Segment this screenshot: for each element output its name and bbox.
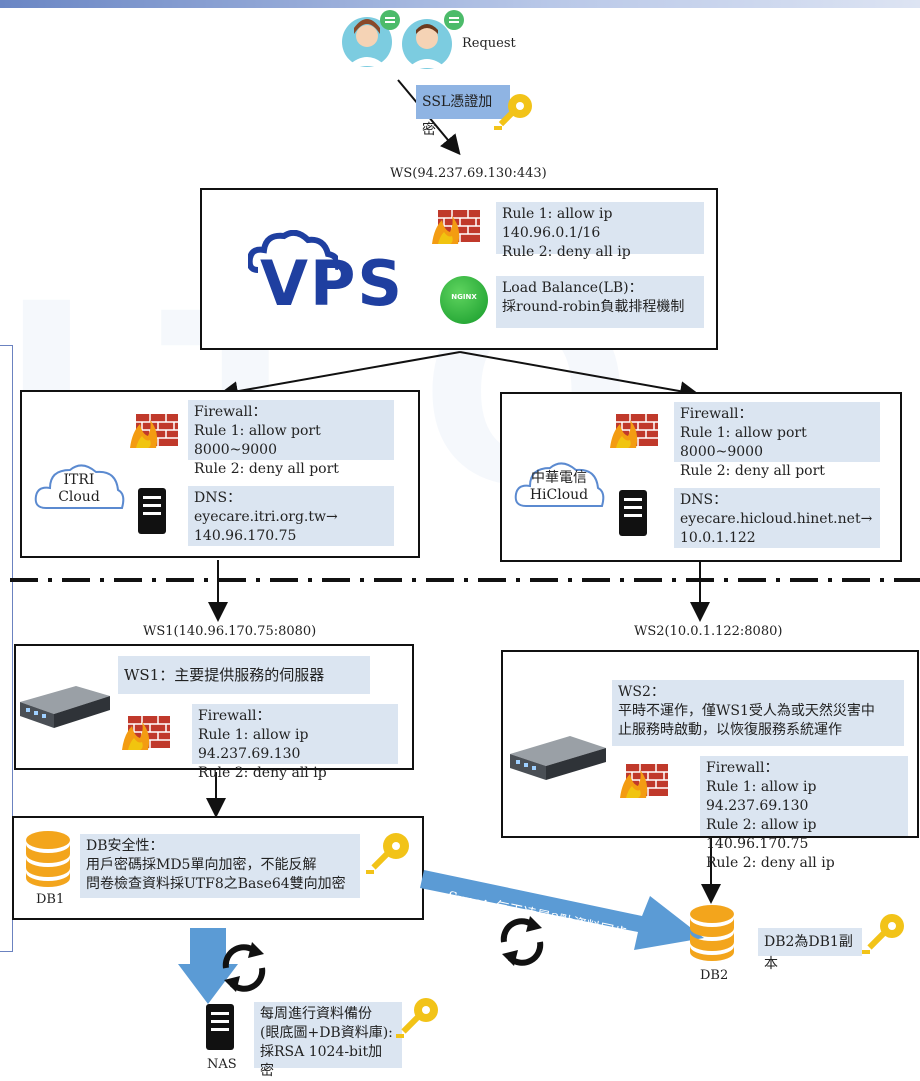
rack-server-icon xyxy=(510,736,606,780)
cloud-icon xyxy=(248,230,338,273)
firewall-icon xyxy=(130,410,178,448)
firewall-icon xyxy=(432,206,480,244)
ws1-desc: WS1：主要提供服務的伺服器 xyxy=(118,656,370,694)
ws1-label: WS1(140.96.170.75:8080) xyxy=(143,624,317,639)
firewall-icon xyxy=(610,410,658,448)
ws2-desc-line2: 止服務時啟動，以恢復服務系統運作 xyxy=(618,722,842,738)
key-icon xyxy=(494,94,532,130)
hicloud-dns-host: eyecare.hicloud.hinet.net→ xyxy=(680,511,873,527)
hicloud-cloud-line2: HiCloud xyxy=(529,487,589,503)
vps-rule-2: Rule 2: deny all ip xyxy=(502,244,631,260)
nas-note: 每周進行資料備份 (眼底圖+DB資料庫): 採RSA 1024-bit加密 xyxy=(254,1002,402,1079)
nas-note-line3: 採RSA 1024-bit加密 xyxy=(260,1044,383,1079)
db2-label: DB2 xyxy=(700,968,729,983)
itri-dns-title: DNS： xyxy=(194,490,242,506)
load-balance-note: Load Balance(LB)： 採round-robin負載排程機制 xyxy=(496,276,704,328)
nginx-icon: NGINX xyxy=(440,276,488,324)
itri-dns-host: eyecare.itri.org.tw→ xyxy=(194,509,338,525)
ws1-firewall-note: Firewall： Rule 1: allow ip 94.237.69.130… xyxy=(192,704,398,781)
db1-sec-title: DB安全性： xyxy=(86,838,164,854)
hicloud-cloud-line1: 中華電信 xyxy=(531,470,587,486)
db1-label: DB1 xyxy=(36,892,65,907)
left-side-bracket xyxy=(0,345,13,952)
hicloud-fw-title: Firewall： xyxy=(680,406,753,422)
itri-dns-ip: 140.96.170.75 xyxy=(194,528,297,544)
db1-security-note: DB安全性： 用戶密碼採MD5單向加密，不能反解 問卷檢查資料採UTF8之Bas… xyxy=(80,834,360,898)
ssl-label: SSL憑證加密 xyxy=(416,85,510,138)
ws2-firewall-note: Firewall： Rule 1: allow ip 94.237.69.130… xyxy=(700,756,908,871)
itri-cloud: ITRI Cloud xyxy=(32,458,126,512)
nas-note-line2: (眼底圖+DB資料庫): xyxy=(260,1025,393,1041)
key-icon xyxy=(396,998,438,1038)
ws2-fw-rule1: Rule 1: allow ip 94.237.69.130 xyxy=(706,779,817,814)
ws2-fw-title: Firewall： xyxy=(706,760,779,776)
rack-server-icon xyxy=(20,686,110,728)
sync-arrow xyxy=(420,870,704,950)
itri-cloud-line2: Cloud xyxy=(58,489,100,505)
itri-firewall-note: Firewall： Rule 1: allow port 8000~9000 R… xyxy=(188,400,394,477)
hicloud-firewall-note: Firewall： Rule 1: allow port 8000~9000 R… xyxy=(674,402,880,479)
ws2-fw-rule3: Rule 2: deny all ip xyxy=(706,855,835,871)
ws1-fw-rule2: Rule 2: deny all ip xyxy=(198,765,327,781)
hicloud-fw-rule1: Rule 1: allow port 8000~9000 xyxy=(680,425,807,460)
itri-cloud-line1: ITRI xyxy=(63,472,95,488)
lb-title: Load Balance(LB)： xyxy=(502,280,643,296)
key-icon xyxy=(862,914,904,954)
database-icon xyxy=(690,905,734,961)
backup-arrow xyxy=(178,928,238,1004)
db1-sec-line1: 用戶密碼採MD5單向加密，不能反解 xyxy=(86,857,317,873)
firewall-icon xyxy=(122,712,170,750)
ws2-desc-title: WS2： xyxy=(618,684,665,700)
itri-fw-title: Firewall： xyxy=(194,404,267,420)
ws2-desc-note: WS2： 平時不運作，僅WS1受人為或天然災害中 止服務時啟動，以恢復服務系統運… xyxy=(612,680,904,746)
firewall-icon xyxy=(620,760,668,798)
vps-rule-1: Rule 1: allow ip 140.96.0.1/16 xyxy=(502,206,613,241)
nas-note-line1: 每周進行資料備份 xyxy=(260,1006,372,1022)
db2-note: DB2為DB1副本 xyxy=(758,928,862,972)
ws1-fw-rule1: Rule 1: allow ip 94.237.69.130 xyxy=(198,727,309,762)
hicloud-fw-rule2: Rule 2: deny all port xyxy=(680,463,825,479)
hicloud-dns-ip: 10.0.1.122 xyxy=(680,530,756,546)
itri-fw-rule1: Rule 1: allow port 8000~9000 xyxy=(194,423,321,458)
ws2-desc-line1: 平時不運作，僅WS1受人為或天然災害中 xyxy=(618,703,875,719)
ws-label: WS(94.237.69.130:443) xyxy=(390,166,547,181)
db1-sec-line2: 問卷檢查資料採UTF8之Base64雙向加密 xyxy=(86,876,346,892)
lb-desc: 採round-robin負載排程機制 xyxy=(502,299,685,315)
hicloud-cloud: 中華電信 HiCloud xyxy=(512,456,606,510)
user-avatars-icon xyxy=(342,10,464,69)
ws1-fw-title: Firewall： xyxy=(198,708,271,724)
vps-logo-text: VPS xyxy=(260,247,405,320)
sync-icon xyxy=(222,942,266,992)
server-tower-icon xyxy=(206,1004,234,1050)
database-icon xyxy=(26,831,70,887)
cloud-icon xyxy=(514,462,605,507)
hicloud-dns-title: DNS： xyxy=(680,492,728,508)
top-banner xyxy=(0,0,920,8)
request-label: Request xyxy=(462,36,516,51)
ws2-label: WS2(10.0.1.122:8080) xyxy=(634,624,783,639)
hicloud-dns-note: DNS： eyecare.hicloud.hinet.net→ 10.0.1.1… xyxy=(674,488,880,548)
cloud-icon xyxy=(34,464,125,509)
itri-dns-note: DNS： eyecare.itri.org.tw→ 140.96.170.75 xyxy=(188,486,394,546)
vps-firewall-note: Rule 1: allow ip 140.96.0.1/16 Rule 2: d… xyxy=(496,202,704,260)
key-icon xyxy=(366,833,409,874)
nginx-text: NGINX xyxy=(451,293,477,301)
ws2-fw-rule2: Rule 2: allow ip 140.96.170.75 xyxy=(706,817,817,852)
itri-fw-rule2: Rule 2: deny all port xyxy=(194,461,339,477)
server-tower-icon xyxy=(619,490,647,536)
sync-icon xyxy=(500,916,544,966)
server-tower-icon xyxy=(138,488,166,534)
nas-label: NAS xyxy=(207,1057,237,1072)
